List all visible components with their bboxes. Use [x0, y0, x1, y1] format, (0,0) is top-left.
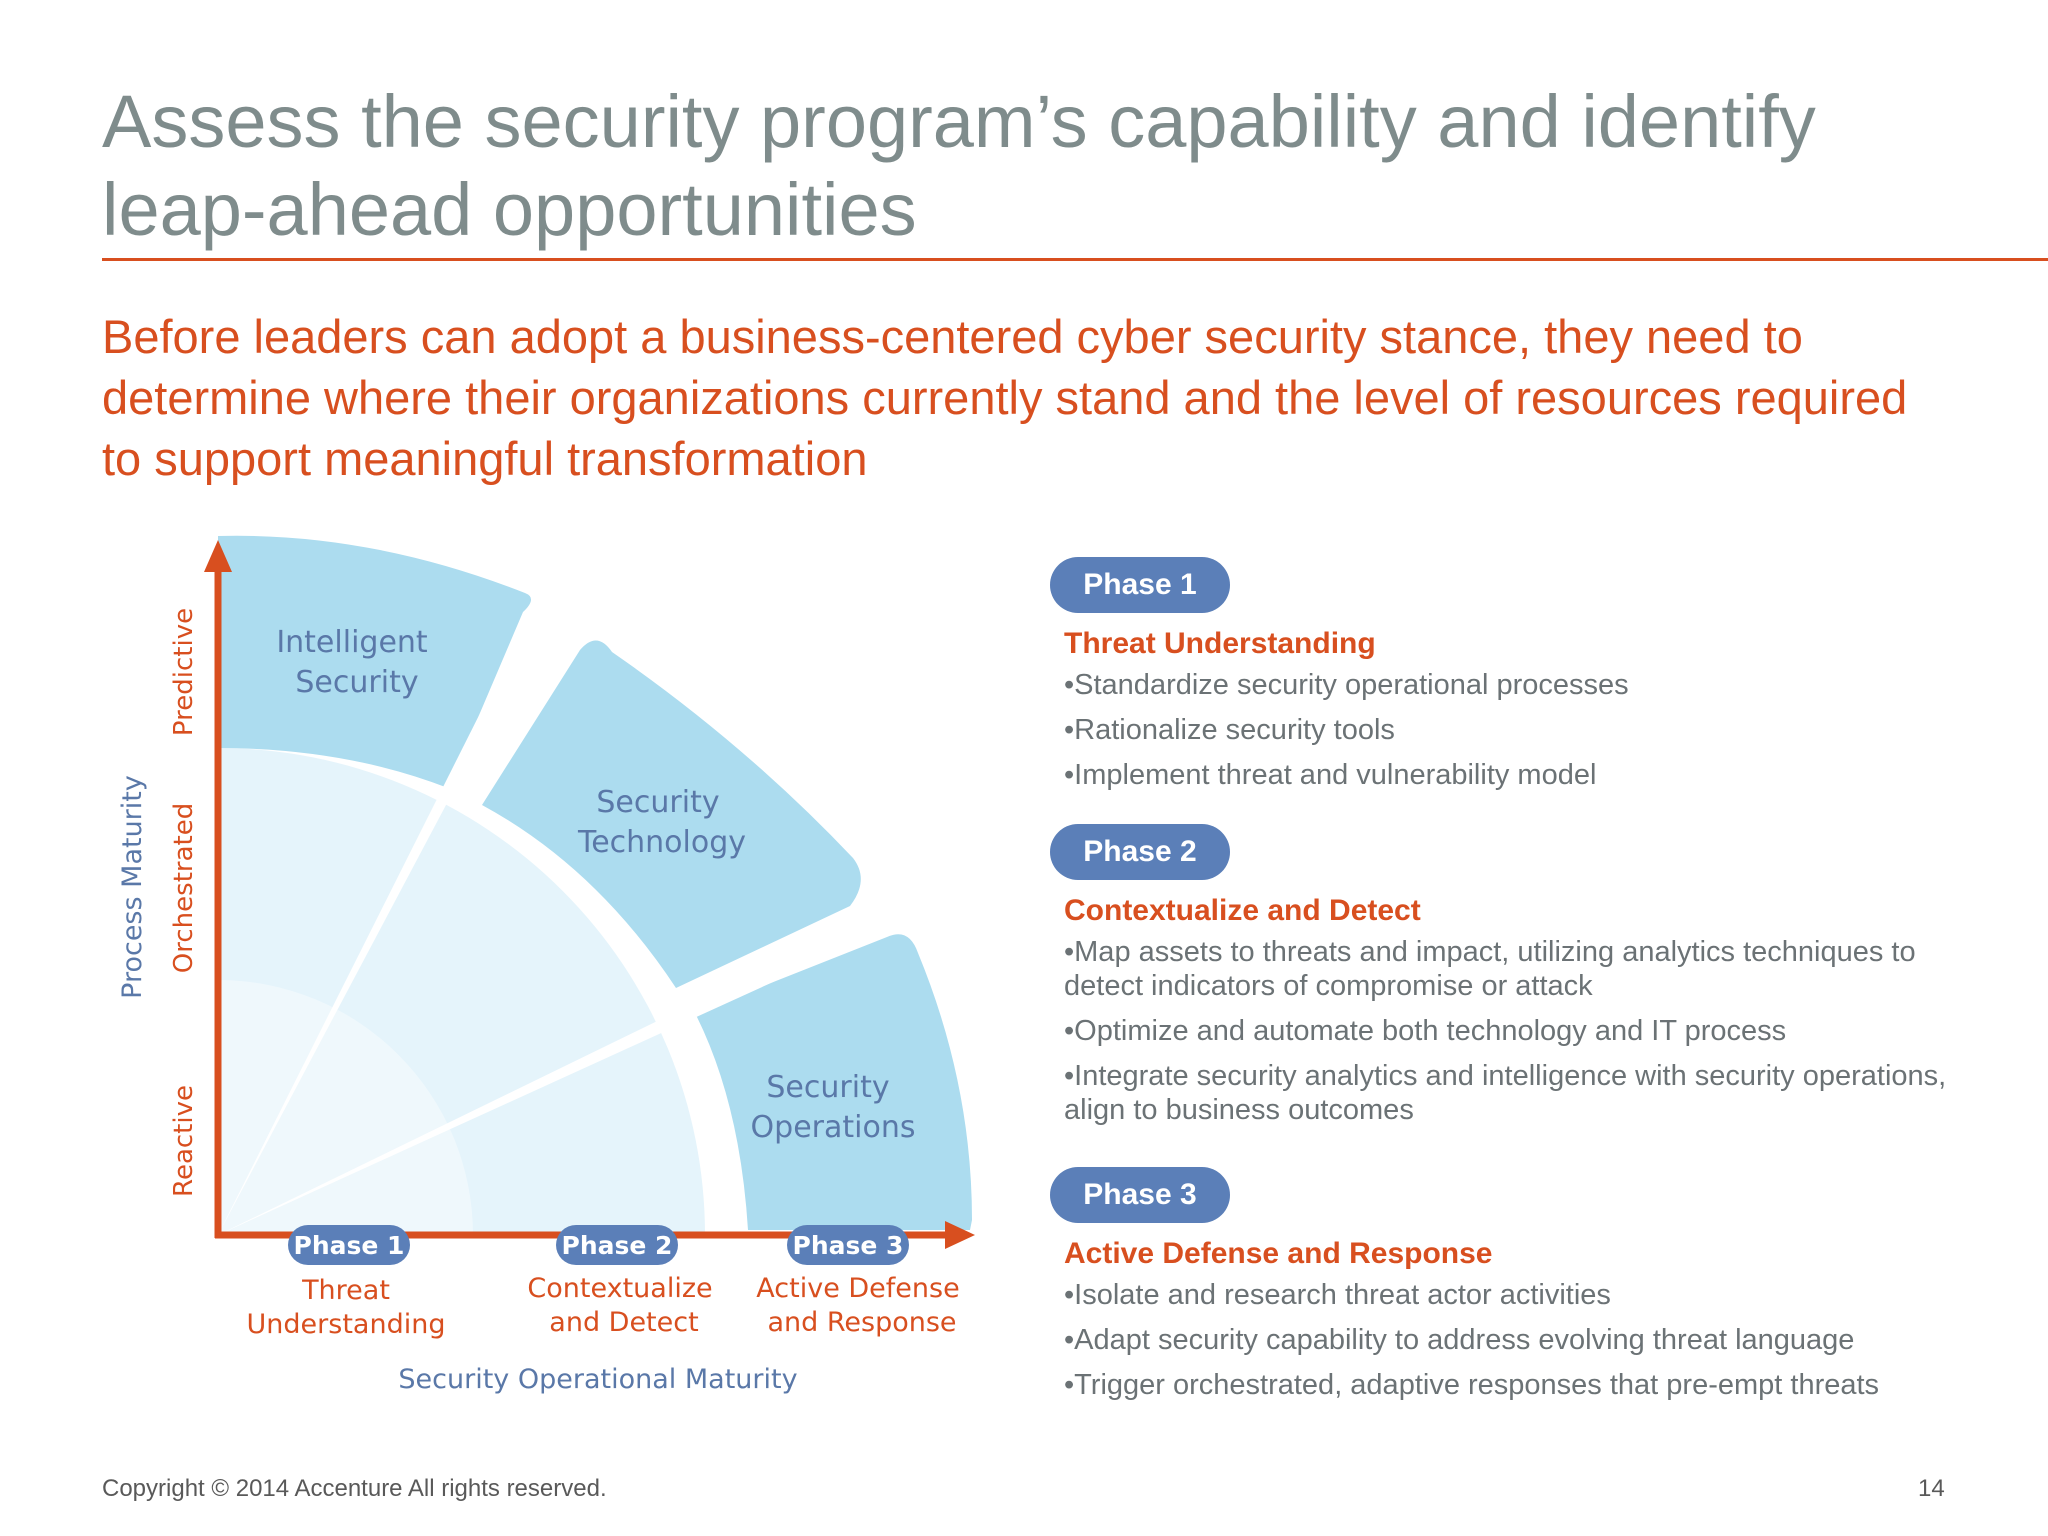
- phase-3-bullet: •Trigger orchestrated, adaptive response…: [1064, 1369, 1880, 1401]
- ray-right: [218, 915, 885, 1235]
- phase-1-pill: Phase 1: [1050, 557, 1230, 613]
- phase-2-pill: Phase 2: [1050, 824, 1230, 880]
- copyright-notice: Copyright © 2014 Accenture All rights re…: [102, 1475, 607, 1502]
- segment-label: Technology: [577, 825, 746, 860]
- phase-1-bullet: •Rationalize security tools: [1064, 714, 1395, 746]
- phase-1-bullet: •Implement threat and vulnerability mode…: [1064, 759, 1597, 791]
- x-phase-caption: and Detect: [549, 1307, 698, 1338]
- segment-label: Security: [596, 785, 719, 820]
- x-axis-arrowhead: [945, 1221, 975, 1249]
- phase-3-block: Phase 3 Active Defense and Response •Iso…: [1050, 1167, 1964, 1413]
- page-title: Assess the security program’s capability…: [102, 80, 1816, 251]
- x-phase-caption: Active Defense: [756, 1273, 959, 1304]
- segment-label: Security: [295, 665, 418, 700]
- x-axis-title: Security Operational Maturity: [398, 1364, 797, 1395]
- page-number: 14: [1918, 1475, 1945, 1502]
- segment-label: Operations: [751, 1110, 916, 1145]
- y-axis-arrowhead: [204, 540, 232, 572]
- phase-1-bullet: •Standardize security operational proces…: [1064, 669, 1629, 701]
- phase-2-block: Phase 2 Contextualize and Detect •Map as…: [1050, 824, 1964, 1138]
- phase-2-heading: Contextualize and Detect: [1064, 894, 1421, 927]
- segment-label: Security: [766, 1070, 889, 1105]
- title-divider: [102, 258, 2048, 261]
- x-phase-caption: Understanding: [247, 1309, 446, 1340]
- segment-security-technology: [482, 640, 861, 988]
- phase-1-block: Phase 1 Threat Understanding •Standardiz…: [1050, 557, 1964, 803]
- phase-3-heading: Active Defense and Response: [1064, 1237, 1493, 1270]
- phase-3-bullet: •Adapt security capability to address ev…: [1064, 1324, 1855, 1356]
- segment-label: Intelligent: [276, 625, 428, 660]
- phase-2-bullet: •Optimize and automate both technology a…: [1064, 1015, 1787, 1047]
- segment-security-operations: [695, 934, 972, 1230]
- svg-text:Phase 2: Phase 2: [562, 1231, 673, 1260]
- maturity-fan-diagram: Intelligent Security Security Technology…: [117, 535, 975, 1395]
- phase-3-pill: Phase 3: [1050, 1167, 1230, 1223]
- y-level-label: Orchestrated: [169, 803, 199, 973]
- svg-text:Phase 1: Phase 1: [294, 1231, 405, 1260]
- y-level-label: Reactive: [169, 1085, 199, 1197]
- x-phase-caption: Threat: [301, 1275, 390, 1306]
- page-subtitle: Before leaders can adopt a business-cent…: [102, 310, 1908, 485]
- x-phase-caption: and Response: [767, 1307, 956, 1338]
- y-level-label: Predictive: [169, 608, 199, 736]
- phase-2-bullet: •Map assets to threats and impact, utili…: [1064, 936, 1916, 1002]
- phase-1-heading: Threat Understanding: [1064, 627, 1376, 660]
- zone-inner: [218, 980, 473, 1235]
- segment-intelligent-security: [218, 535, 532, 788]
- x-phase-pill: Phase 1: [288, 1225, 410, 1265]
- phase-3-bullet: •Isolate and research threat actor activ…: [1064, 1279, 1611, 1311]
- phase-2-bullet: •Integrate security analytics and intell…: [1064, 1060, 1947, 1126]
- x-phase-pill: Phase 3: [787, 1225, 909, 1265]
- x-phase-caption: Contextualize: [527, 1273, 712, 1304]
- ray-left: [218, 578, 560, 1235]
- svg-text:Phase 3: Phase 3: [793, 1231, 904, 1260]
- y-axis-title: Process Maturity: [117, 775, 148, 999]
- x-phase-pill: Phase 2: [556, 1225, 678, 1265]
